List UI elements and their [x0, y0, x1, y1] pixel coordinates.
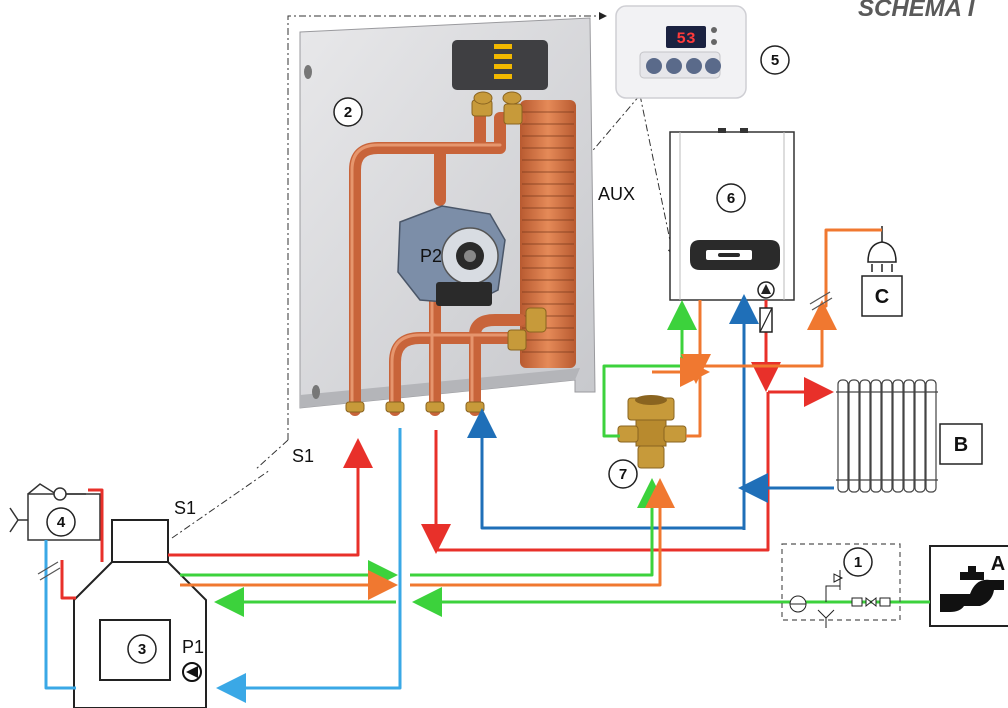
schema-title: SCHEMA I: [858, 0, 976, 22]
controller-button-minus[interactable]: [666, 58, 682, 74]
box-c-frame: [861, 275, 903, 317]
label-p1: P1: [182, 637, 204, 657]
brass-fittings: [345, 99, 547, 413]
callout-5: 5: [771, 52, 779, 69]
solar-controller: 53: [615, 5, 747, 99]
callout-markers: 1 2 3 4 5 6 7: [46, 45, 873, 664]
connector-terminal: [494, 44, 512, 49]
valve-cap-icon: [502, 91, 522, 105]
box-b-label: B: [954, 434, 968, 456]
pipe-break-marks: [37, 291, 833, 581]
connector-terminal: [494, 54, 512, 59]
circulation-pump-p2: [397, 205, 506, 306]
box-c-label: C: [875, 286, 889, 308]
callout-4: 4: [57, 514, 66, 531]
box-a-label: A: [991, 553, 1005, 575]
shutoff-valve-icon: [865, 596, 877, 608]
connector-terminal: [494, 64, 512, 69]
mounting-hole-icon: [312, 385, 320, 399]
radiator: [836, 379, 938, 493]
callout-7: 7: [619, 466, 627, 483]
valve-cap-icon: [473, 91, 493, 105]
control-signal-lines: [171, 12, 676, 539]
thermostatic-mixing-valve: [617, 395, 687, 469]
filter-icon: [879, 597, 891, 607]
faucet-icon: [940, 579, 1004, 612]
box-b-frame: [939, 423, 983, 465]
shower-head-icon: [867, 226, 897, 272]
label-s1-boiler: S1: [174, 498, 196, 518]
controller-button-ok[interactable]: [705, 58, 721, 74]
label-p2: P2: [420, 246, 442, 266]
solar-station-group: [299, 17, 596, 416]
auxiliary-boiler: [669, 128, 795, 301]
controller-display-value: 53: [676, 30, 695, 48]
callout-1: 1: [854, 554, 862, 571]
label-aux: AUX: [598, 184, 635, 204]
copper-pipes-highlight: [350, 143, 522, 412]
water-supply-tap: [929, 545, 1008, 627]
controller-button-plus[interactable]: [686, 58, 702, 74]
plate-heat-exchanger: [520, 100, 576, 368]
safety-valve-icon: [833, 570, 844, 590]
controller-button-menu[interactable]: [646, 58, 662, 74]
safety-group: [781, 543, 901, 628]
check-valve-icon: [851, 597, 863, 607]
callout-6: 6: [727, 190, 735, 207]
callout-2: 2: [344, 104, 352, 121]
hydraulic-lines: [44, 228, 930, 703]
connector-terminal: [494, 74, 512, 79]
callout-3: 3: [138, 641, 146, 658]
label-s1-top: S1: [292, 446, 314, 466]
mounting-hole-icon: [304, 65, 312, 79]
